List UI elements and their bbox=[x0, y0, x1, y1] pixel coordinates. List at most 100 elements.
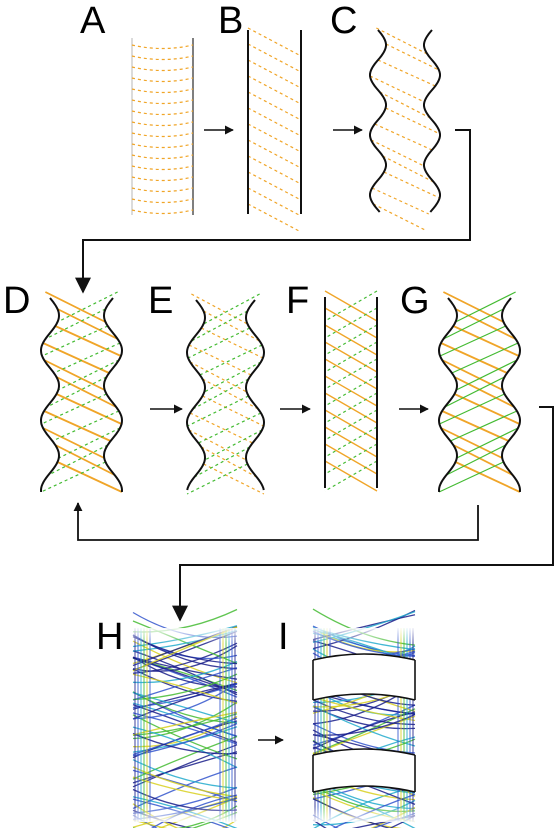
fibre-green bbox=[41, 393, 107, 425]
fibre-green bbox=[194, 446, 250, 478]
fibre-diagonal bbox=[247, 43, 302, 73]
panel-b-tube bbox=[247, 27, 302, 233]
fibre-orange bbox=[44, 291, 106, 323]
fibre-diagonal bbox=[247, 123, 302, 153]
panel-d-tube bbox=[39, 291, 124, 493]
fibre-orange bbox=[442, 291, 504, 323]
tube-left-wave bbox=[437, 297, 459, 493]
fibre-orange bbox=[452, 444, 514, 476]
fibre-orange bbox=[57, 308, 119, 340]
panel-a-tube bbox=[131, 38, 194, 215]
braid-fibre bbox=[221, 819, 238, 828]
tube-right-wave bbox=[244, 299, 266, 491]
fibre-diagonal bbox=[247, 139, 302, 169]
fibre-green bbox=[203, 293, 260, 325]
panel-label-f: F bbox=[286, 280, 310, 322]
fibre-orange bbox=[189, 412, 253, 444]
fibre-orange bbox=[56, 393, 122, 425]
braid-fibre bbox=[132, 819, 168, 828]
fibre-green bbox=[57, 291, 118, 323]
panel-e-tube bbox=[185, 293, 266, 495]
fibre-green bbox=[324, 409, 378, 441]
tube-c-right-wave bbox=[423, 29, 441, 213]
fibre-green bbox=[456, 359, 518, 391]
arrow-g-to-h bbox=[172, 406, 554, 622]
fibre-diagonal bbox=[247, 203, 302, 233]
fibre-orange bbox=[189, 361, 248, 393]
fibre-diagonal bbox=[369, 75, 425, 103]
fibre-orange bbox=[42, 342, 110, 374]
fibre-green bbox=[444, 376, 505, 408]
fibre-green bbox=[324, 358, 378, 390]
fibre-orange bbox=[56, 376, 117, 408]
fibre-green bbox=[438, 461, 504, 493]
fibre-ring bbox=[131, 99, 194, 105]
arrow-g-back-to-d bbox=[73, 502, 479, 541]
fibre-green bbox=[48, 444, 108, 476]
panel-label-e: E bbox=[148, 280, 174, 322]
fibre-green bbox=[198, 412, 262, 444]
tube-left-wave bbox=[185, 299, 207, 491]
cut-band bbox=[313, 654, 415, 700]
fibre-orange bbox=[441, 359, 504, 391]
fibre-ring bbox=[131, 88, 194, 94]
fibre-green bbox=[456, 427, 519, 459]
fibre-ring bbox=[131, 77, 194, 83]
fibre-ring bbox=[131, 44, 194, 50]
fibre-green bbox=[324, 443, 378, 475]
fibre-orange bbox=[203, 310, 260, 342]
fibre-orange bbox=[452, 325, 520, 357]
panel-i-braid bbox=[311, 608, 417, 828]
fibre-orange bbox=[455, 461, 521, 493]
panel-label-a: A bbox=[80, 0, 106, 42]
fibre-diagonal bbox=[383, 171, 440, 199]
fibre-orange bbox=[57, 461, 123, 493]
fibre-orange bbox=[203, 463, 265, 495]
fibre-orange bbox=[441, 410, 509, 442]
fibre-ring bbox=[131, 187, 194, 193]
cut-band bbox=[313, 749, 415, 792]
fibre-diagonal bbox=[379, 91, 431, 119]
fibre-green bbox=[324, 392, 378, 424]
tube-left-wave bbox=[39, 297, 61, 493]
fibre-diagonal bbox=[370, 139, 425, 167]
fibre-diagonal bbox=[247, 107, 302, 137]
fibre-ring bbox=[131, 132, 194, 138]
panel-g-tube bbox=[437, 291, 522, 493]
panel-label-c: C bbox=[330, 0, 358, 42]
fibre-green bbox=[450, 410, 518, 442]
fibre-green bbox=[46, 376, 107, 408]
fibre-green bbox=[439, 393, 505, 425]
fibre-green bbox=[203, 361, 262, 393]
braid-fade bbox=[131, 628, 239, 822]
fibre-green bbox=[199, 344, 263, 376]
fibre-ring bbox=[131, 209, 194, 215]
fibre-green bbox=[192, 378, 249, 410]
fibre-orange bbox=[440, 342, 508, 374]
arrow-c-to-d bbox=[75, 129, 471, 294]
fibre-green bbox=[204, 429, 263, 461]
fibre-green bbox=[191, 310, 248, 342]
fibre-orange bbox=[454, 393, 520, 425]
fibre-green bbox=[52, 410, 120, 442]
fibre-green bbox=[45, 308, 106, 340]
fibre-green bbox=[58, 359, 120, 391]
fibre-ring bbox=[131, 154, 194, 160]
fibre-orange bbox=[54, 325, 122, 357]
fibre-green bbox=[186, 463, 248, 495]
fibre-orange bbox=[455, 308, 517, 340]
panel-label-g: G bbox=[400, 280, 430, 322]
fibre-ring bbox=[131, 176, 194, 182]
panel-c-tube bbox=[369, 27, 441, 231]
fibre-orange bbox=[454, 376, 515, 408]
fibre-orange bbox=[202, 395, 264, 427]
fibre-green bbox=[324, 290, 378, 322]
fibre-green bbox=[324, 341, 378, 373]
fibre-ring bbox=[131, 198, 194, 204]
cut-band-bottom-edge bbox=[312, 785, 416, 793]
tube-right-wave bbox=[500, 297, 522, 493]
panel-label-h: H bbox=[96, 616, 124, 658]
fibre-orange bbox=[43, 359, 106, 391]
fibre-ring bbox=[131, 121, 194, 127]
